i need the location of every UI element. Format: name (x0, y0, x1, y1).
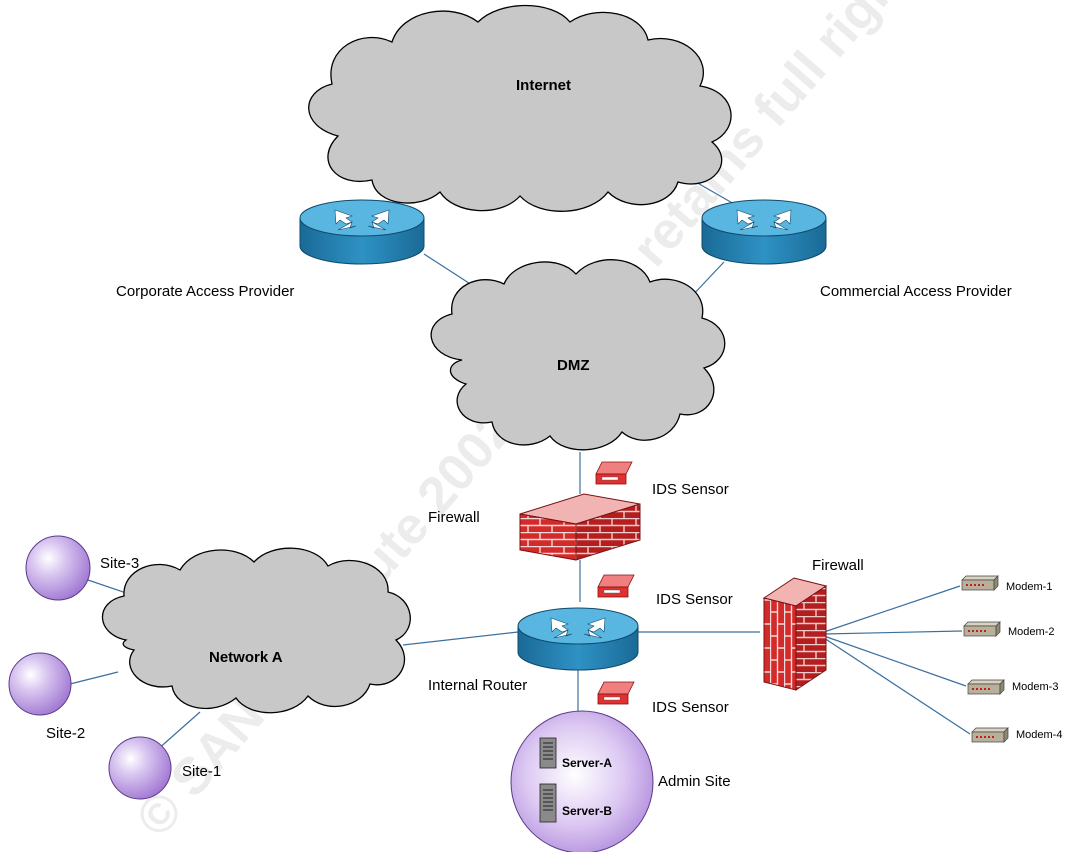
modem-3-label: Modem-3 (1012, 681, 1058, 693)
modem-3: Modem-3 (967, 679, 1058, 695)
link-networka-router (402, 631, 519, 646)
site-1-label: Site-1 (182, 763, 221, 780)
ids-sensor-3: IDS Sensor (597, 681, 729, 716)
modem-firewall: Firewall (762, 557, 864, 691)
internet-cloud: Internet (308, 4, 732, 212)
admin-site: Server-A Server-B Admin Site (510, 710, 731, 852)
modem-2-label: Modem-2 (1008, 626, 1054, 638)
ids-sensor-1: IDS Sensor (595, 461, 729, 498)
commercial-router: Commercial Access Provider (701, 199, 1012, 300)
modem-1: Modem-1 (961, 575, 1052, 593)
corporate-router: Corporate Access Provider (116, 199, 425, 300)
ids-sensor-3-label: IDS Sensor (652, 699, 729, 716)
ids-sensor-2-label: IDS Sensor (656, 591, 733, 608)
dmz-label: DMZ (557, 357, 590, 374)
site-2-label: Site-2 (46, 725, 85, 742)
modem-2: Modem-2 (963, 621, 1054, 638)
site-3: Site-3 (25, 535, 139, 601)
internal-router: Internal Router (428, 607, 639, 694)
link-firewall2-modem1 (823, 585, 961, 633)
link-firewall2-modem2 (823, 630, 963, 635)
commercial-router-label: Commercial Access Provider (820, 283, 1012, 300)
site-1: Site-1 (108, 736, 221, 800)
server-b-icon (539, 783, 557, 823)
server-b-label: Server-B (562, 804, 612, 818)
modem-firewall-label: Firewall (812, 557, 864, 574)
router-arrows-icon (334, 209, 390, 231)
network-a-cloud: Network A (101, 547, 411, 714)
internet-label: Internet (516, 77, 571, 94)
router-arrows-icon (736, 209, 792, 231)
site-2: Site-2 (8, 652, 85, 742)
modem-1-label: Modem-1 (1006, 581, 1052, 593)
link-site2-networka (69, 671, 119, 685)
main-firewall-label: Firewall (428, 509, 480, 526)
server-a-label: Server-A (562, 756, 612, 770)
site-3-label: Site-3 (100, 555, 139, 572)
router-arrows-icon (550, 617, 606, 639)
ids-sensor-1-label: IDS Sensor (652, 481, 729, 498)
dmz-cloud: DMZ (430, 259, 726, 451)
link-firewall2-modem3 (823, 635, 967, 687)
corporate-router-label: Corporate Access Provider (116, 283, 294, 300)
ids-sensor-2: IDS Sensor (597, 574, 733, 608)
link-firewall2-modem4 (823, 637, 971, 735)
admin-site-label: Admin Site (658, 773, 731, 790)
modem-4: Modem-4 (971, 727, 1062, 743)
server-a-icon (539, 737, 557, 769)
main-firewall: Firewall (428, 493, 641, 561)
network-a-label: Network A (209, 649, 283, 666)
modem-4-label: Modem-4 (1016, 729, 1062, 741)
internal-router-label: Internal Router (428, 677, 527, 694)
